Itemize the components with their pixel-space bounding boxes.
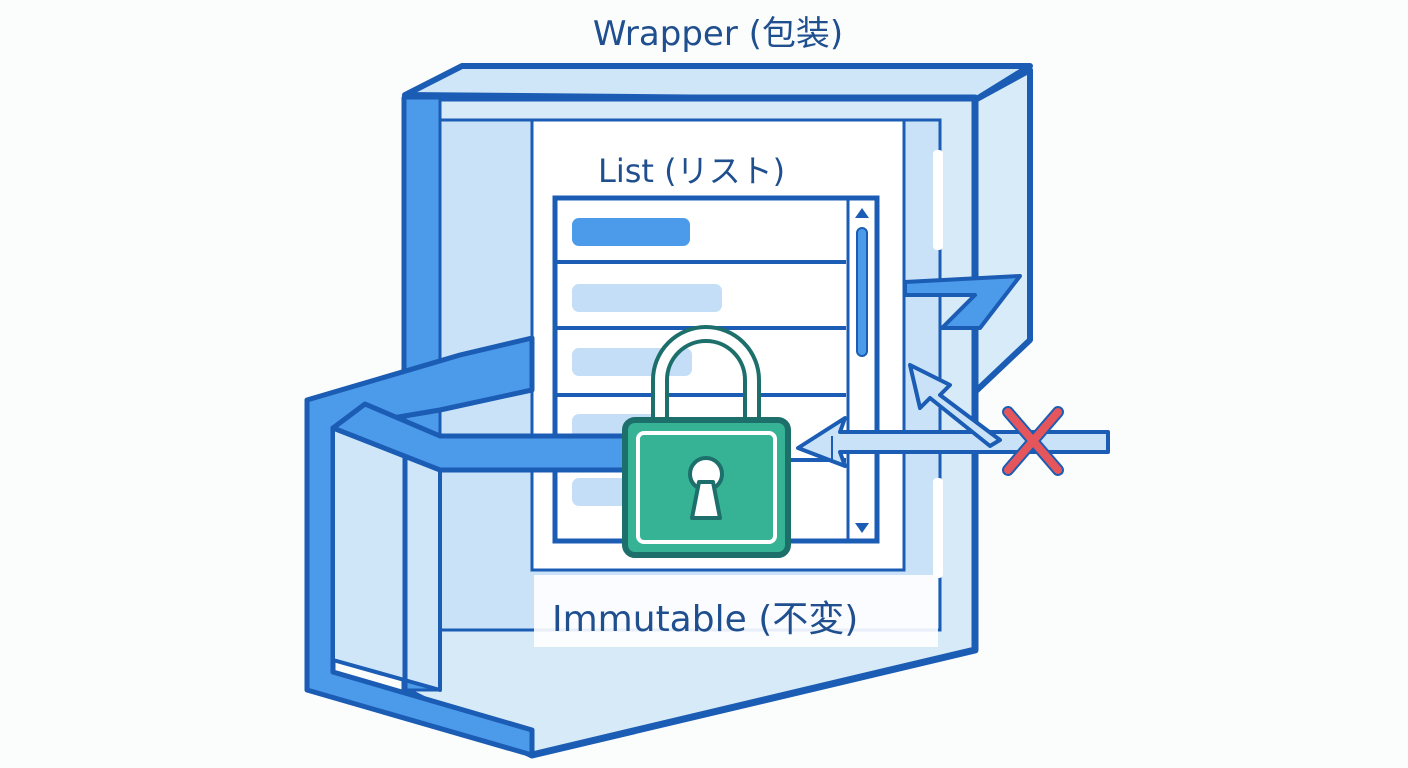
scrollbar-thumb[interactable] [856,227,868,357]
list-item [572,284,722,312]
wrapper-label: Wrapper (包装) [592,14,844,54]
scroll-up-arrow[interactable] [855,208,869,218]
immutable-label: Immutable (不変) [552,599,859,640]
list-label: List (リスト) [598,152,786,190]
wrapper-highlight-top [933,150,943,250]
access-arrow-diagonal [908,363,1002,448]
wrapper-side-panel [972,67,1033,395]
wrap-band-right [903,274,1022,330]
padlock-icon [622,325,791,558]
wrap-band-outer [304,335,535,758]
label-band [534,575,938,647]
wrapper-highlight-bottom [933,478,943,578]
scroll-down-arrow[interactable] [855,523,869,533]
access-arrow-horizontal [796,416,1110,468]
red-x-icon [1002,406,1064,476]
list-item-selected [572,218,690,246]
list-item [572,478,632,506]
wrap-band-inner-panel [331,426,442,692]
